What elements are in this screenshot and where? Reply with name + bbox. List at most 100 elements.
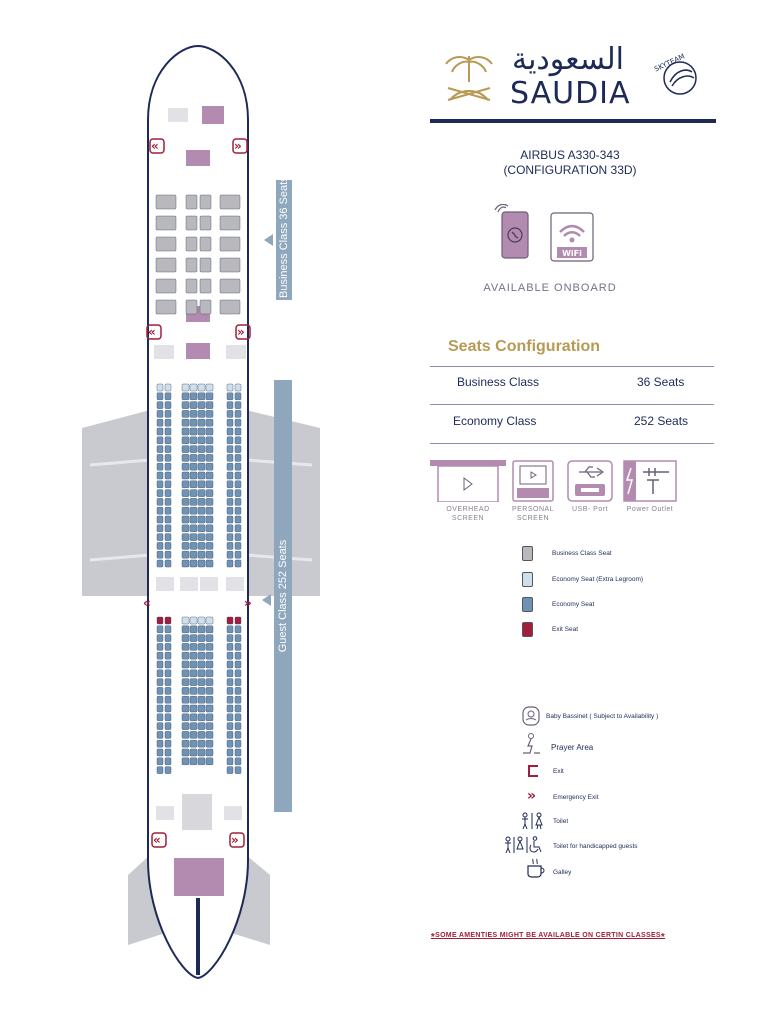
economy-seat[interactable] (226, 704, 234, 713)
economy-seat[interactable] (181, 731, 190, 739)
economy-seat[interactable] (181, 410, 190, 418)
business-seat[interactable] (219, 299, 241, 315)
economy-seat[interactable] (205, 471, 214, 480)
economy-seat[interactable] (205, 704, 214, 713)
economy-seat[interactable] (189, 480, 198, 488)
economy-seat[interactable] (156, 498, 164, 506)
economy-seat[interactable] (226, 401, 234, 409)
economy-seat[interactable] (234, 669, 242, 677)
economy-seat[interactable] (164, 660, 172, 669)
economy-seat[interactable] (181, 634, 190, 642)
economy-seat[interactable] (234, 766, 242, 774)
business-seat[interactable] (199, 257, 212, 273)
economy-seat[interactable] (205, 454, 214, 462)
economy-seat[interactable] (234, 454, 242, 462)
economy-seat[interactable] (189, 533, 198, 541)
economy-seat[interactable] (189, 704, 198, 713)
economy-seat[interactable] (205, 489, 214, 497)
economy-seat[interactable] (234, 704, 242, 713)
economy-seat[interactable] (234, 722, 242, 730)
economy-seat[interactable] (226, 660, 234, 669)
economy-seat[interactable] (205, 731, 214, 739)
economy-seat[interactable] (205, 625, 214, 633)
economy-seat[interactable] (156, 687, 164, 695)
economy-seat[interactable] (156, 634, 164, 642)
economy-seat[interactable] (156, 515, 164, 524)
economy-seat[interactable] (156, 410, 164, 418)
economy-seat[interactable] (189, 669, 198, 677)
economy-seat[interactable] (164, 480, 172, 488)
economy-seat[interactable] (197, 471, 206, 480)
economy-seat[interactable] (156, 660, 164, 669)
economy-seat[interactable] (164, 419, 172, 427)
economy-seat[interactable] (226, 498, 234, 506)
economy-seat[interactable] (226, 436, 234, 444)
economy-seat[interactable] (164, 489, 172, 497)
economy-seat[interactable] (164, 445, 172, 453)
economy-seat[interactable] (181, 713, 190, 721)
economy-seat[interactable] (156, 616, 164, 625)
economy-seat[interactable] (181, 542, 190, 550)
economy-seat[interactable] (189, 551, 198, 559)
economy-seat[interactable] (181, 669, 190, 677)
economy-seat[interactable] (205, 687, 214, 695)
economy-seat[interactable] (197, 507, 206, 515)
economy-seat[interactable] (197, 445, 206, 453)
economy-seat[interactable] (156, 731, 164, 739)
economy-seat[interactable] (164, 515, 172, 524)
economy-seat[interactable] (156, 696, 164, 704)
business-seat[interactable] (185, 236, 198, 252)
economy-seat[interactable] (197, 498, 206, 506)
economy-seat[interactable] (205, 410, 214, 418)
economy-seat[interactable] (189, 757, 198, 765)
business-seat[interactable] (185, 299, 198, 315)
economy-seat[interactable] (164, 551, 172, 559)
economy-seat[interactable] (164, 498, 172, 506)
economy-seat[interactable] (234, 643, 242, 651)
economy-seat[interactable] (234, 445, 242, 453)
economy-seat[interactable] (181, 392, 190, 400)
economy-seat[interactable] (189, 643, 198, 651)
economy-seat[interactable] (156, 489, 164, 497)
economy-seat[interactable] (205, 401, 214, 409)
economy-seat[interactable] (205, 515, 214, 524)
economy-seat[interactable] (226, 616, 234, 625)
business-seat[interactable] (199, 299, 212, 315)
economy-seat[interactable] (226, 652, 234, 660)
economy-seat[interactable] (156, 471, 164, 480)
economy-seat[interactable] (181, 498, 190, 506)
economy-seat[interactable] (189, 713, 198, 721)
business-seat[interactable] (219, 257, 241, 273)
economy-seat[interactable] (234, 551, 242, 559)
economy-seat[interactable] (226, 551, 234, 559)
economy-seat[interactable] (181, 507, 190, 515)
economy-seat[interactable] (197, 392, 206, 400)
economy-seat[interactable] (164, 687, 172, 695)
economy-seat[interactable] (197, 454, 206, 462)
economy-seat[interactable] (197, 757, 206, 765)
economy-seat[interactable] (205, 436, 214, 444)
business-seat[interactable] (155, 278, 177, 294)
economy-seat[interactable] (226, 740, 234, 748)
economy-seat[interactable] (181, 524, 190, 532)
economy-seat[interactable] (197, 383, 206, 392)
economy-seat[interactable] (226, 392, 234, 400)
economy-seat[interactable] (156, 454, 164, 462)
economy-seat[interactable] (189, 740, 198, 748)
economy-seat[interactable] (164, 713, 172, 721)
economy-seat[interactable] (226, 766, 234, 774)
economy-seat[interactable] (234, 524, 242, 532)
economy-seat[interactable] (189, 660, 198, 669)
economy-seat[interactable] (156, 722, 164, 730)
economy-seat[interactable] (226, 687, 234, 695)
economy-seat[interactable] (205, 757, 214, 765)
business-seat[interactable] (185, 215, 198, 231)
economy-seat[interactable] (226, 480, 234, 488)
economy-seat[interactable] (181, 533, 190, 541)
business-seat[interactable] (155, 194, 177, 210)
economy-seat[interactable] (181, 722, 190, 730)
economy-seat[interactable] (189, 445, 198, 453)
business-seat[interactable] (155, 257, 177, 273)
economy-seat[interactable] (164, 722, 172, 730)
economy-seat[interactable] (164, 454, 172, 462)
